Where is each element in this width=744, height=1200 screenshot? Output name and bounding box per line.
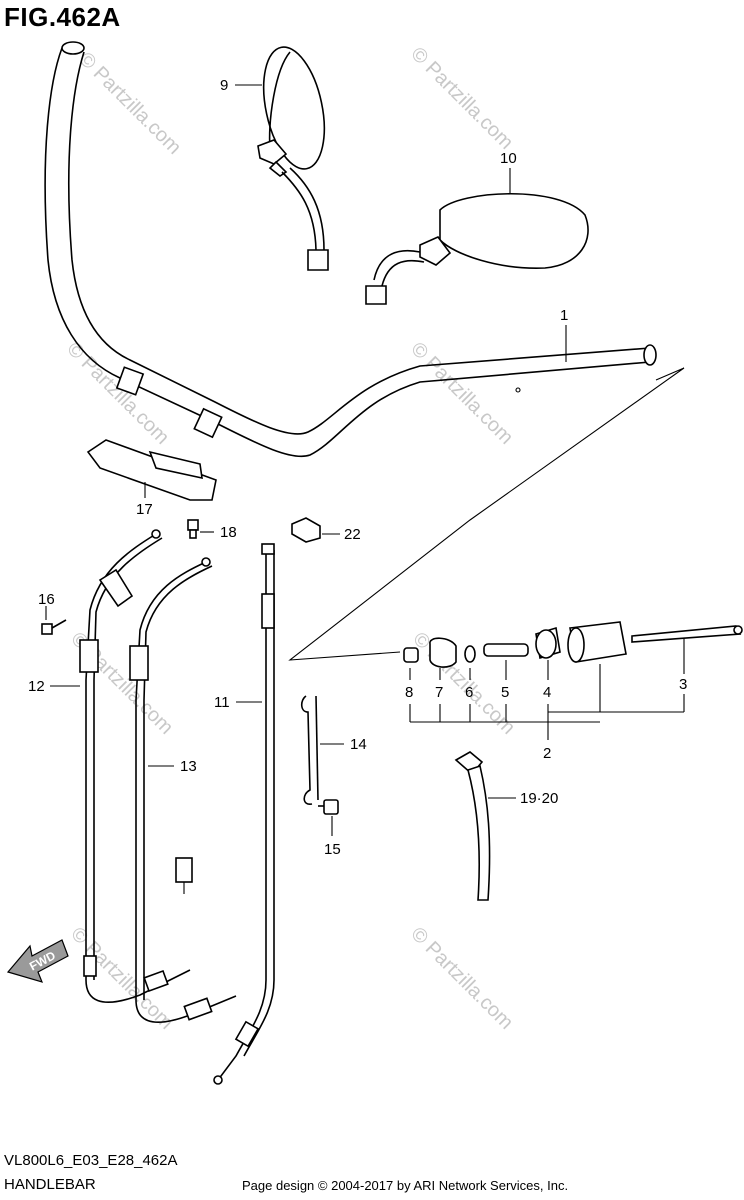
- label-10: 10: [500, 150, 517, 167]
- part-9-mirror-left: [257, 46, 329, 271]
- label-1: 1: [560, 307, 568, 324]
- label-21: 22: [344, 526, 361, 543]
- label-5: 5: [501, 684, 509, 701]
- figure-name: HANDLEBAR: [4, 1176, 96, 1193]
- figure-title: FIG.462A: [4, 2, 121, 32]
- label-7: 7: [435, 684, 443, 701]
- watermark-1: © Partzilla.com: [74, 48, 185, 159]
- part-22-label-sticker: [175, 857, 193, 883]
- label-6: 6: [465, 684, 473, 701]
- label-11: 11: [214, 694, 230, 711]
- part-14-bracket: [300, 695, 319, 805]
- part-6-washer: [464, 645, 476, 663]
- label-18: 18: [220, 524, 237, 541]
- part-13-throttle-cable: [129, 557, 237, 1024]
- label-15: 15: [324, 841, 341, 858]
- part-7-weight: [429, 637, 457, 668]
- label-14: 14: [350, 736, 367, 753]
- fwd-arrow: FWD: [6, 939, 69, 983]
- part-11-clutch-cable: [213, 543, 275, 1085]
- label-8: 8: [405, 684, 413, 701]
- part-4-collar: [535, 626, 561, 660]
- label-12: 12: [28, 678, 45, 695]
- part-1-handlebar: [44, 41, 657, 458]
- part-15-bolt: [318, 799, 339, 815]
- part-18-bolt: [187, 519, 199, 539]
- part-3-weight-assembly: [567, 621, 743, 663]
- part-10-mirror-right: [365, 193, 589, 305]
- label-17: 17: [136, 501, 153, 518]
- watermark-3: © Partzilla.com: [62, 338, 173, 449]
- label-19-20: 19·20: [520, 790, 558, 807]
- part-19-20-cable-tie: [454, 751, 491, 901]
- part-12-throttle-cable: [79, 529, 191, 1004]
- page-credit: Page design © 2004-2017 by ARI Network S…: [242, 1178, 569, 1193]
- label-9: 9: [220, 77, 228, 94]
- label-3: 3: [679, 676, 687, 693]
- watermark-8: © Partzilla.com: [406, 923, 517, 1034]
- figure-code: VL800L6_E03_E28_462A: [4, 1152, 178, 1169]
- watermarks: © Partzilla.com © Partzilla.com © Partzi…: [62, 43, 519, 1034]
- part-21-clamp: [291, 517, 321, 543]
- part-5-spacer: [483, 643, 529, 657]
- label-16: 16: [38, 591, 55, 608]
- label-13: 13: [180, 758, 197, 775]
- label-4: 4: [543, 684, 551, 701]
- part-16-screw: [41, 619, 67, 635]
- watermark-2: © Partzilla.com: [406, 43, 517, 154]
- watermark-4: © Partzilla.com: [406, 338, 517, 449]
- part-8-nut: [403, 647, 419, 663]
- label-2: 2: [543, 745, 551, 762]
- part-17-holder: [86, 439, 217, 501]
